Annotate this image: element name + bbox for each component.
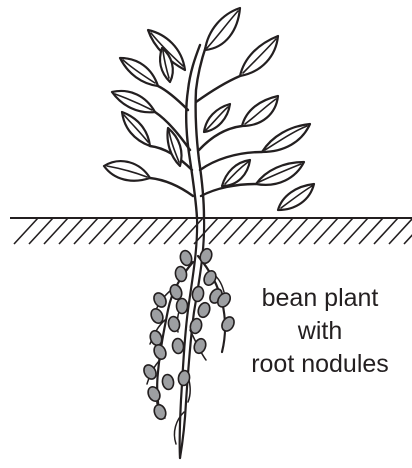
soil-hatch-line xyxy=(14,218,38,244)
soil-hatch-line xyxy=(74,218,98,244)
soil-hatch-line xyxy=(209,218,233,244)
soil-hatch-line xyxy=(239,218,263,244)
root-nodules xyxy=(141,247,236,421)
root-nodule xyxy=(177,299,188,314)
soil-hatch-line xyxy=(59,218,83,244)
root-nodule xyxy=(152,343,168,361)
soil-hatch-line xyxy=(89,218,113,244)
root-nodule xyxy=(174,266,187,283)
soil-hatch-line xyxy=(314,218,338,244)
soil-hatch-line xyxy=(404,218,412,244)
soil-hatch-line xyxy=(284,218,308,244)
soil-hatch-line xyxy=(374,218,398,244)
soil-hatch-line xyxy=(269,218,293,244)
caption-line-3: root nodules xyxy=(228,348,412,381)
root-nodule xyxy=(146,385,162,403)
soil-hatch-line xyxy=(254,218,278,244)
soil-hatch-line xyxy=(179,218,203,244)
soil-hatch-line xyxy=(29,218,53,244)
caption-line-1: bean plant xyxy=(228,282,412,315)
soil-hatch-line xyxy=(104,218,128,244)
soil-hatching xyxy=(14,218,412,244)
soil-hatch-line xyxy=(224,218,248,244)
soil-hatch-line xyxy=(134,218,158,244)
root-nodule xyxy=(196,301,211,319)
soil-hatch-line xyxy=(359,218,383,244)
soil-hatch-line xyxy=(299,218,323,244)
soil-hatch-line xyxy=(344,218,368,244)
caption-line-2: with xyxy=(228,315,412,348)
soil-hatch-line xyxy=(119,218,143,244)
plant-leaves xyxy=(104,8,314,210)
soil-hatch-line xyxy=(329,218,353,244)
root-nodule xyxy=(151,291,168,309)
root-nodule xyxy=(172,338,184,354)
soil-hatch-line xyxy=(164,218,188,244)
root-nodule xyxy=(177,370,190,387)
root-nodule xyxy=(167,316,180,333)
root-nodule xyxy=(161,374,174,391)
soil-hatch-line xyxy=(149,218,173,244)
soil-hatch-line xyxy=(44,218,68,244)
root-nodule xyxy=(191,286,204,303)
diagram-caption: bean plant with root nodules xyxy=(228,282,412,381)
